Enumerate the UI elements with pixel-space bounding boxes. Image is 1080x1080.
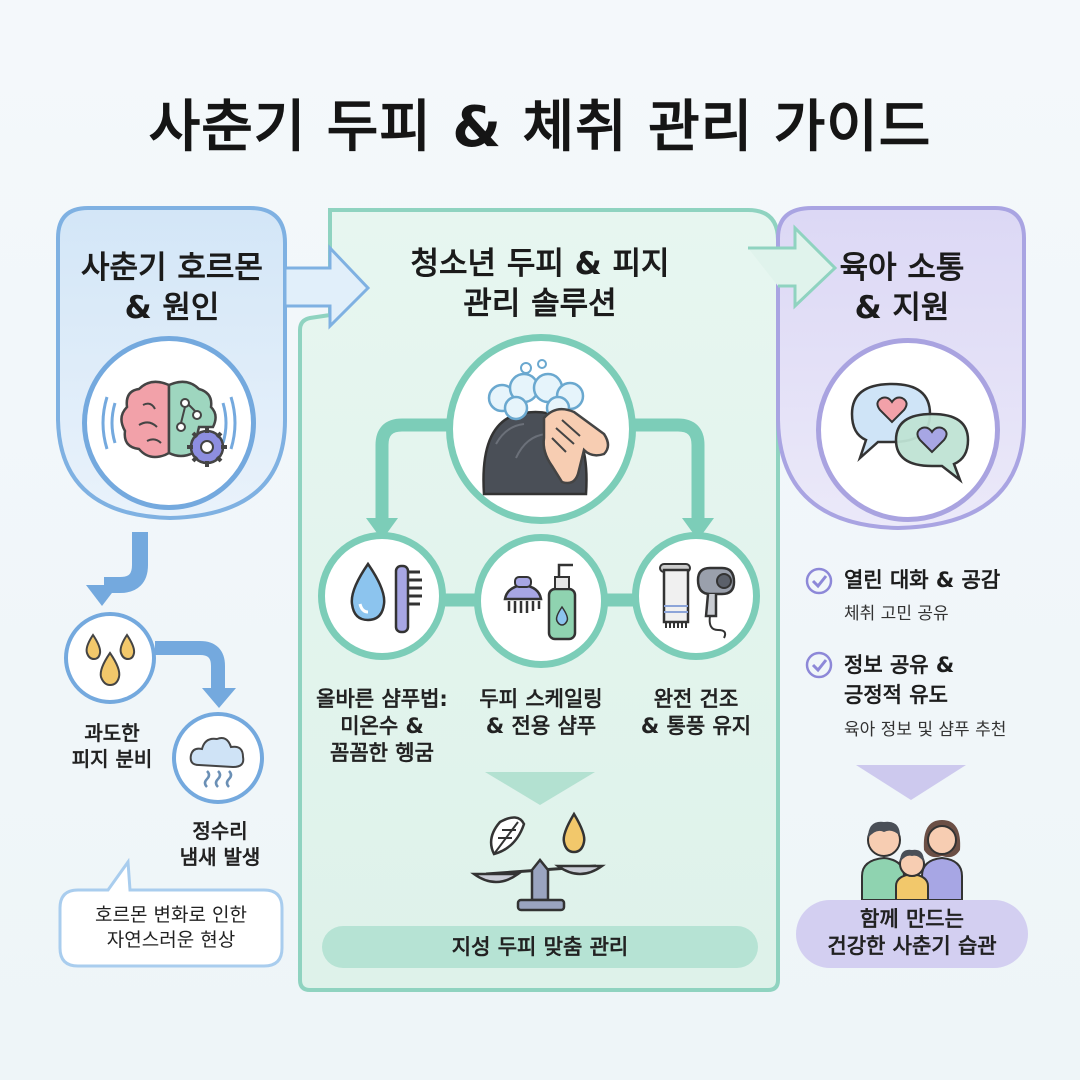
- family-icon: [861, 820, 963, 900]
- step-1-line-3: 꼼꼼한 헹굼: [330, 741, 434, 765]
- right-down-arrow: [856, 765, 966, 800]
- arrow-left-to-middle: [283, 244, 371, 330]
- left-flow-arrow-2: [155, 641, 225, 690]
- left-panel-title: 사춘기 호르몬 & 원인: [62, 248, 282, 328]
- oil-drops-icon: [85, 633, 136, 687]
- effect-oil-line-1: 과도한: [84, 721, 140, 745]
- balance-scale-icon: [470, 811, 606, 912]
- left-flow-arrow-1-head: [86, 585, 118, 606]
- odor-cloud-icon: [189, 737, 245, 788]
- check-2-title: 정보 공유 & 긍정적 유도: [844, 650, 954, 710]
- right-main-circle: [816, 338, 1000, 522]
- step-3-line-1: 완전 건조: [653, 687, 739, 711]
- right-panel-title: 육아 소통 & 지원: [782, 248, 1022, 328]
- effect-odor-line-2: 냄새 발생: [179, 845, 261, 869]
- effect-oil-label: 과도한 피지 분비: [52, 720, 172, 772]
- right-footer-text: 함께 만드는 건강한 사춘기 습관: [796, 906, 1028, 960]
- step-2-line-2: & 전용 샴푸: [485, 714, 597, 738]
- right-panel-title-line-2: & 지원: [854, 290, 950, 326]
- right-footer-line-1: 함께 만드는: [860, 907, 964, 931]
- step-2-line-1: 두피 스케일링: [479, 687, 603, 711]
- step-3-line-2: & 통풍 유지: [640, 714, 752, 738]
- middle-panel-title: 청소년 두피 & 피지 관리 솔루션: [360, 244, 720, 324]
- left-note-text: 호르몬 변화로 인한 자연스러운 현상: [62, 903, 280, 953]
- middle-panel-title-line-1: 청소년 두피 & 피지: [410, 246, 670, 282]
- left-panel-title-line-2: & 원인: [124, 290, 220, 326]
- brain-gear-icon: [101, 380, 237, 467]
- water-comb-icon: [350, 561, 422, 634]
- check-icon-1: [805, 567, 833, 595]
- step-1-line-1: 올바른 샴푸법:: [316, 687, 448, 711]
- page-title: 사춘기 두피 & 체취 관리 가이드: [148, 95, 932, 160]
- check-2-title-line-2: 긍정적 유도: [844, 683, 948, 707]
- step-1-label: 올바른 샴푸법: 미온수 & 꼼꼼한 헹굼: [312, 686, 452, 767]
- scalp-brush-shampoo-icon: [503, 563, 577, 641]
- check-icon-2: [805, 651, 833, 679]
- arrow-middle-to-right: [748, 224, 838, 310]
- check-2-title-line-1: 정보 공유 &: [844, 653, 955, 677]
- towel-dryer-icon: [659, 563, 736, 639]
- effect-oil-line-2: 피지 분비: [71, 747, 153, 771]
- odor-cloud-circle: [172, 712, 264, 804]
- left-note-line-1: 호르몬 변화로 인한: [95, 904, 247, 926]
- heart-chat-bubbles-icon: [850, 382, 970, 484]
- effect-odor-label: 정수리 냄새 발생: [160, 818, 280, 870]
- right-panel-title-line-1: 육아 소통: [839, 250, 965, 286]
- step-3-label: 완전 건조 & 통풍 유지: [626, 686, 766, 740]
- left-note-bubble: [58, 857, 284, 968]
- step-2-circle: [474, 534, 608, 668]
- left-main-circle: [82, 336, 256, 510]
- shampoo-wash-icon: [482, 359, 610, 496]
- right-footer-pill: [796, 900, 1028, 968]
- left-panel-title-line-1: 사춘기 호르몬: [81, 250, 263, 286]
- middle-footer-text: 지성 두피 맞춤 관리: [451, 935, 629, 959]
- left-note-line-2: 자연스러운 현상: [106, 929, 236, 951]
- middle-panel-title-line-2: 관리 솔루션: [463, 286, 617, 322]
- step-1-circle: [318, 532, 446, 660]
- left-flow-arrow-1: [104, 532, 148, 593]
- step-1-line-2: 미온수 &: [340, 714, 424, 738]
- middle-main-circle: [446, 334, 636, 524]
- check-1-sub: 체취 고민 공유: [844, 604, 949, 624]
- middle-footer-pill: [322, 926, 758, 968]
- check-2-sub: 육아 정보 및 샴푸 추천: [844, 720, 1007, 740]
- check-1-title: 열린 대화 & 공감: [844, 568, 1001, 592]
- right-footer-line-2: 건강한 사춘기 습관: [827, 934, 997, 958]
- step-3-circle: [632, 532, 760, 660]
- effect-odor-line-1: 정수리: [192, 819, 248, 843]
- oil-drops-circle: [64, 612, 156, 704]
- step-2-label: 두피 스케일링 & 전용 샴푸: [462, 686, 620, 740]
- middle-down-arrow: [485, 772, 595, 805]
